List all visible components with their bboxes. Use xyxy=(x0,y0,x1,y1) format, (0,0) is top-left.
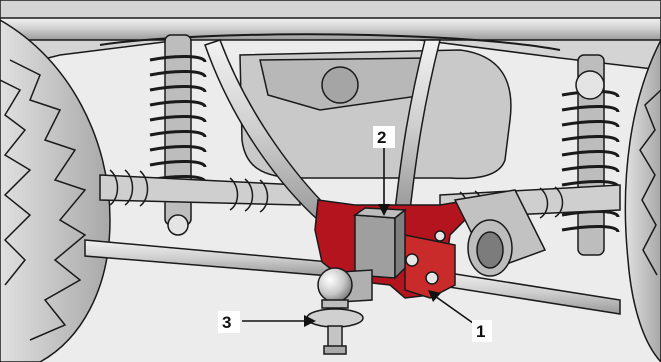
receiver-tube xyxy=(355,208,405,278)
callout-3-label: 3 xyxy=(222,313,231,332)
callout-1-label: 1 xyxy=(476,322,485,341)
callout-2-label: 2 xyxy=(377,128,386,147)
